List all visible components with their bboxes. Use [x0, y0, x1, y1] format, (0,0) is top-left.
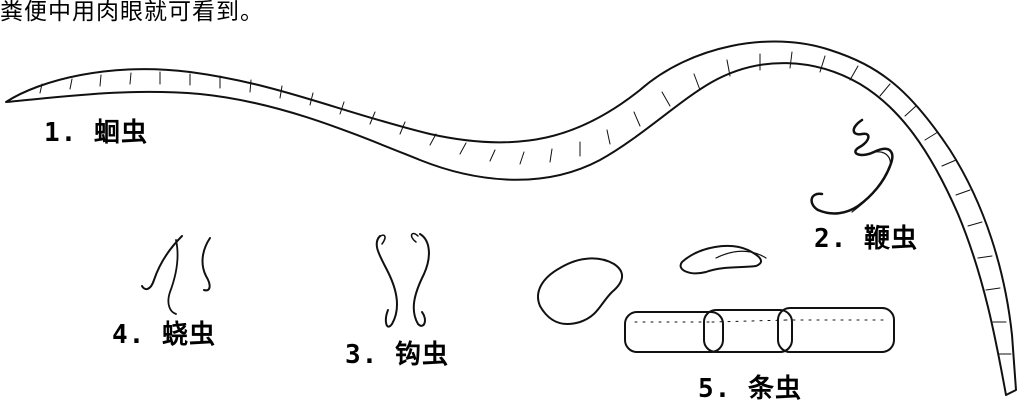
label-ascaris: 1. 蛔虫: [44, 112, 148, 149]
label-whipworm: 2. 鞭虫: [814, 218, 918, 255]
label-pinworm: 4. 蛲虫: [112, 314, 216, 351]
label-hookworm: 3. 钩虫: [345, 334, 449, 371]
whipworm-drawing: [812, 120, 893, 213]
hookworm-drawing: [377, 234, 429, 327]
label-tapeworm: 5. 条虫: [698, 368, 802, 405]
pinworm-drawing: [142, 236, 210, 314]
tapeworm-drawing: [538, 246, 894, 352]
